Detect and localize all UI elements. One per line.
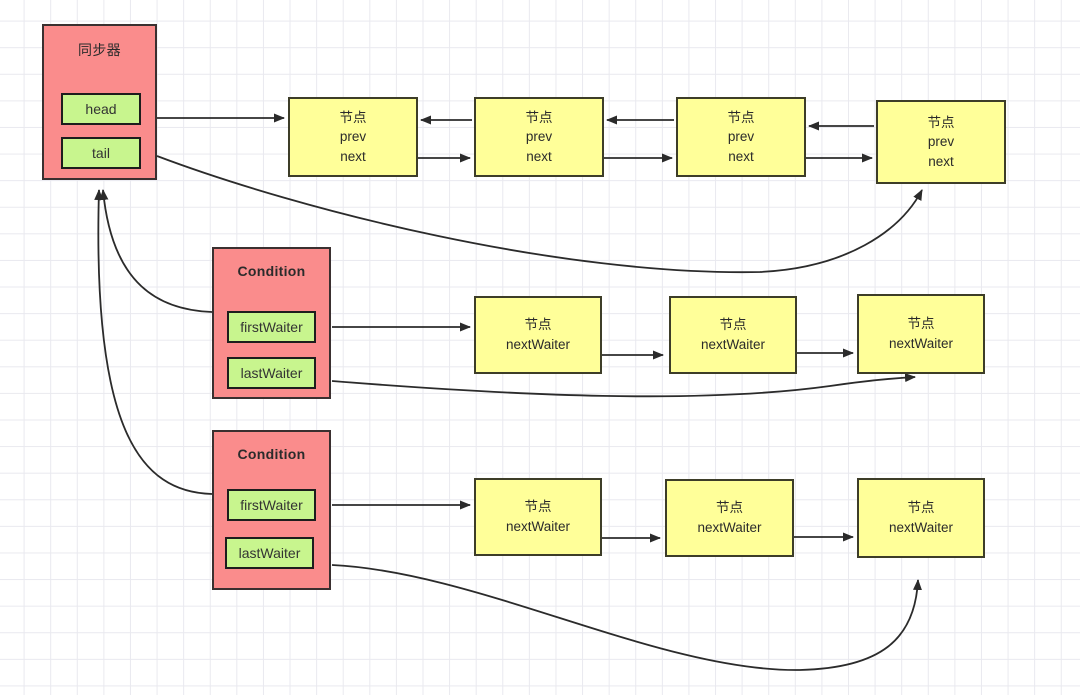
condition-1-field-firstwaiter[interactable]: firstWaiter <box>227 311 316 343</box>
queue-node-1-line1: 节点 <box>339 109 367 125</box>
waiter-row-1-node-2-line2: nextWaiter <box>700 337 766 352</box>
waiter-row-1-node-2-line1: 节点 <box>719 317 747 333</box>
queue-node-3-line2: prev <box>727 129 755 145</box>
synchronizer-title: 同步器 <box>78 42 121 58</box>
waiter-row-2-node-1-line1: 节点 <box>524 499 552 515</box>
condition-2-field-lastwaiter[interactable]: lastWaiter <box>225 537 314 569</box>
queue-node-3-line3: next <box>728 148 754 164</box>
sync-field-head[interactable]: head <box>61 93 141 125</box>
waiter-row-2-node-1[interactable]: 节点 nextWaiter <box>474 478 602 556</box>
condition-1-firstwaiter-label: firstWaiter <box>240 319 303 335</box>
waiter-row-1-node-3-line2: nextWaiter <box>888 336 954 351</box>
sync-field-tail-label: tail <box>92 145 110 161</box>
condition-1-field-lastwaiter[interactable]: lastWaiter <box>227 357 316 389</box>
waiter-row-2-node-2-line1: 节点 <box>716 500 743 516</box>
waiter-row-2-node-2[interactable]: 节点 nextWaiter <box>665 479 794 557</box>
queue-node-2-line1: 节点 <box>525 109 553 125</box>
condition-1-lastwaiter-label: lastWaiter <box>240 365 303 381</box>
condition-1-title: Condition <box>237 263 306 279</box>
waiter-row-1-node-3-line1: 节点 <box>907 316 935 332</box>
queue-node-4-line3: next <box>928 153 954 169</box>
waiter-row-1-node-1-line2: nextWaiter <box>505 337 571 352</box>
waiter-row-2-node-3[interactable]: 节点 nextWaiter <box>857 478 985 558</box>
arrow-condition2-to-tail <box>94 189 213 495</box>
queue-node-2[interactable]: 节点 prev next <box>474 97 604 177</box>
queue-node-2-line3: next <box>526 148 552 164</box>
sync-field-tail[interactable]: tail <box>61 137 141 169</box>
waiter-row-1-node-2[interactable]: 节点 nextWaiter <box>669 296 797 374</box>
queue-node-1[interactable]: 节点 prev next <box>288 97 418 177</box>
queue-node-3[interactable]: 节点 prev next <box>676 97 806 177</box>
waiter-row-2-node-3-line2: nextWaiter <box>888 520 954 535</box>
waiter-row-1-node-1-line1: 节点 <box>524 317 552 333</box>
queue-node-1-line3: next <box>340 148 366 164</box>
arrow-c2-lastwaiter-to-w2n3 <box>331 564 922 671</box>
waiter-row-1-node-3[interactable]: 节点 nextWaiter <box>857 294 985 374</box>
arrow-c1-lastwaiter-to-w1n3 <box>331 373 916 398</box>
arrow-condition1-to-tail <box>99 189 213 313</box>
queue-node-2-line2: prev <box>525 129 553 145</box>
queue-node-3-line1: 节点 <box>727 109 755 125</box>
condition-2-lastwaiter-label: lastWaiter <box>238 545 301 561</box>
queue-node-4-line2: prev <box>927 134 955 150</box>
waiter-row-2-node-1-line2: nextWaiter <box>505 519 571 534</box>
waiter-row-2-node-3-line1: 节点 <box>907 500 935 516</box>
condition-2-title: Condition <box>237 446 306 462</box>
queue-node-4-line1: 节点 <box>927 114 955 130</box>
waiter-row-2-node-2-line2: nextWaiter <box>697 520 762 535</box>
queue-node-4[interactable]: 节点 prev next <box>876 100 1006 184</box>
condition-2-field-firstwaiter[interactable]: firstWaiter <box>227 489 316 521</box>
sync-field-head-label: head <box>85 101 117 117</box>
condition-2-firstwaiter-label: firstWaiter <box>240 497 303 513</box>
waiter-row-1-node-1[interactable]: 节点 nextWaiter <box>474 296 602 374</box>
queue-node-1-line2: prev <box>339 129 367 145</box>
